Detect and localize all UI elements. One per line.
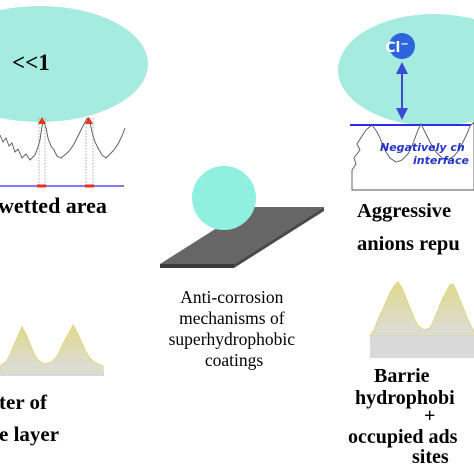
repulsion-arrowhead-up [396, 62, 408, 74]
caption-line: Aggressive [357, 200, 451, 222]
chloride-ion-icon [389, 33, 415, 59]
panel-bottom-right: Barrie hydrophobi + occupied ads sites [348, 281, 474, 468]
panel-top-left: <<1 wetted area [0, 6, 148, 218]
substrate-plate-side [234, 207, 324, 268]
superhydrophobic-droplet [192, 166, 256, 230]
barrier-caption-right: Barrie hydrophobi + occupied ads sites [348, 365, 462, 468]
wetted-area-caption: wetted area [0, 193, 107, 218]
interface-label-line: interface [413, 154, 469, 167]
center-caption-line: Anti-corrosion [180, 287, 283, 307]
coating-layer-profile-right [368, 281, 474, 337]
caption-line: anions repu [357, 233, 460, 255]
chloride-ion-label: Cl− [385, 39, 408, 56]
contact-point-marker [85, 117, 93, 124]
contact-point-marker [38, 117, 46, 124]
rough-surface-profile-right [351, 121, 474, 191]
water-droplet-left [0, 6, 148, 122]
contact-guide-lines [38, 118, 94, 186]
coating-layer-profile-left [0, 323, 104, 373]
caption-line: + [424, 405, 435, 427]
wetted-segment-marker [37, 184, 46, 188]
wetted-segment-marker [85, 184, 94, 188]
center-caption-line: coatings [205, 350, 264, 370]
water-droplet-right [338, 14, 474, 126]
panel-bottom-left: ter of e layer [0, 323, 104, 446]
center-caption-line: mechanisms of [179, 308, 285, 328]
substrate-plate-edge [160, 264, 234, 268]
center-caption-line: superhydrophobic [169, 329, 296, 349]
barrier-layer-caption-left: ter of e layer [0, 390, 59, 446]
caption-line: occupied ads [348, 426, 458, 448]
center-caption: Anti-corrosion mechanisms of superhydrop… [169, 287, 300, 370]
interface-label-line: Negatively ch [380, 141, 465, 154]
caption-line: Barrie [374, 365, 430, 387]
caption-line: ter of [0, 390, 48, 414]
panel-center: Anti-corrosion mechanisms of superhydrop… [160, 166, 324, 370]
interface-label: Negatively ch interface [380, 141, 469, 167]
substrate-base-left [0, 372, 104, 376]
repulsion-arrowhead-down [396, 108, 408, 120]
caption-line: hydrophobi [355, 387, 455, 409]
substrate-base-right [370, 336, 474, 358]
contact-ratio-label: <<1 [12, 50, 50, 75]
ion-charge: − [400, 39, 408, 50]
rough-surface-profile-left [0, 117, 126, 161]
caption-line: sites [412, 446, 449, 468]
caption-line: e layer [0, 422, 59, 446]
panel-top-right: Cl− Negatively ch interface Aggressive a… [338, 14, 474, 255]
aggressive-anions-caption: Aggressive anions repu [357, 200, 460, 255]
substrate-plate [160, 207, 324, 264]
ion-symbol: Cl [385, 40, 400, 56]
